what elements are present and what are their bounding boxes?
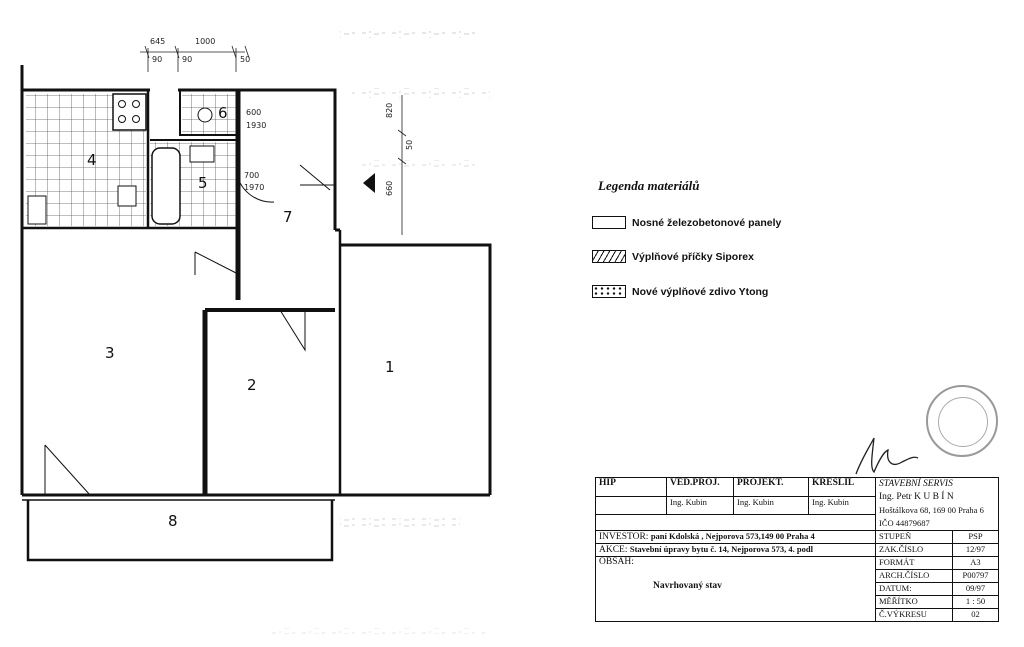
legend-label: Výplňové příčky Siporex (632, 250, 754, 263)
akce-row: AKCE: Stavební úpravy bytu č. 14, Nejpor… (595, 543, 876, 557)
obsah-value: Navrhovaný stav (653, 581, 722, 591)
dots-pattern-icon (592, 285, 626, 298)
hatch-pattern-icon (592, 250, 626, 263)
field-value: A3 (952, 556, 999, 570)
field-label: DATUM: (875, 582, 953, 596)
kreslil-label: KRESLIL (808, 477, 876, 497)
legend-item-siporex: Výplňové příčky Siporex (592, 250, 754, 263)
company-stamp (926, 385, 998, 457)
company-address: Hoštálkova 68, 169 00 Praha 6 (879, 505, 984, 515)
room-3-label: 3 (105, 344, 115, 362)
room-2-label: 2 (247, 376, 257, 394)
field-label: ZAK.ČÍSLO (875, 543, 953, 557)
field-value: 09/97 (952, 582, 999, 596)
field-value: P00797 (952, 569, 999, 583)
room-6-label: 6 (218, 104, 228, 122)
field-label: Č.VÝKRESU (875, 608, 953, 622)
dim-50b: 50 (405, 140, 414, 150)
investor-value: paní Kdolská , Nejporova 573,149 00 Prah… (650, 531, 815, 542)
field-value: 12/97 (952, 543, 999, 557)
materials-legend: Legenda materiálů Nosné železobetonové p… (592, 178, 812, 298)
room-1-label: 1 (385, 358, 395, 376)
room-7-label: 7 (283, 208, 293, 226)
walls (20, 65, 492, 562)
blank-pattern-icon (592, 216, 626, 229)
ved-proj-value: Ing. Kubin (666, 495, 734, 516)
signature (855, 437, 919, 475)
engineer-name: Ing. Petr K U B Í N (879, 492, 954, 502)
dim-645: 645 (150, 37, 165, 46)
field-value: 02 (952, 608, 999, 622)
akce-value: Stavební úpravy bytu č. 14, Nejporova 57… (629, 544, 813, 555)
field-label: MĚŘÍTKO (875, 595, 953, 609)
field-label: STUPEŇ (875, 530, 953, 544)
obsah-box: OBSAH: Navrhovaný stav (595, 556, 876, 622)
hip-label: HIP (595, 477, 667, 497)
legend-item-ytong: Nové výplňové zdivo Ytong (592, 285, 768, 298)
dim-820: 820 (385, 103, 394, 118)
dim-600: 600 (246, 108, 261, 117)
dim-700: 700 (244, 171, 259, 180)
field-value: PSP (952, 530, 999, 544)
room-4-label: 4 (87, 151, 97, 169)
investor-row: INVESTOR: paní Kdolská , Nejporova 573,1… (595, 530, 876, 544)
dim-90b: 90 (182, 55, 192, 64)
field-label: ARCH.ČÍSLO (875, 569, 953, 583)
akce-label: AKCE: (599, 545, 628, 555)
dim-90a: 90 (152, 55, 162, 64)
projekt-value: Ing. Kubin (733, 495, 809, 516)
dim-1930: 1930 (246, 121, 266, 130)
legend-title: Legenda materiálů (598, 178, 700, 193)
room-8-label: 8 (168, 512, 178, 530)
company-box: STAVEBNÍ SERVIS Ing. Petr K U B Í N Hošt… (875, 477, 999, 531)
ved-proj-label: VED.PROJ. (666, 477, 734, 497)
kreslil-value: Ing. Kubin (808, 495, 876, 516)
field-value: 1 : 50 (952, 595, 999, 609)
dim-1970: 1970 (244, 183, 264, 192)
dim-660: 660 (385, 181, 394, 196)
legend-label: Nové výplňové zdivo Ytong (632, 285, 769, 298)
field-label: FORMÁT (875, 556, 953, 570)
investor-label: INVESTOR: (599, 532, 649, 542)
projekt-label: PROJEKT. (733, 477, 809, 497)
dim-1000: 1000 (195, 37, 215, 46)
title-block: HIP VED.PROJ. PROJEKT. KRESLIL STAVEBNÍ … (595, 477, 999, 622)
company-name: STAVEBNÍ SERVIS (879, 479, 953, 489)
room-5-label: 5 (198, 174, 208, 192)
legend-label: Nosné železobetonové panely (632, 216, 782, 229)
dim-50: 50 (240, 55, 250, 64)
legend-item-panels: Nosné železobetonové panely (592, 216, 781, 229)
top-dimension (140, 45, 250, 72)
obsah-label: OBSAH: (599, 557, 634, 568)
company-ico: IČO 44879687 (879, 518, 930, 528)
